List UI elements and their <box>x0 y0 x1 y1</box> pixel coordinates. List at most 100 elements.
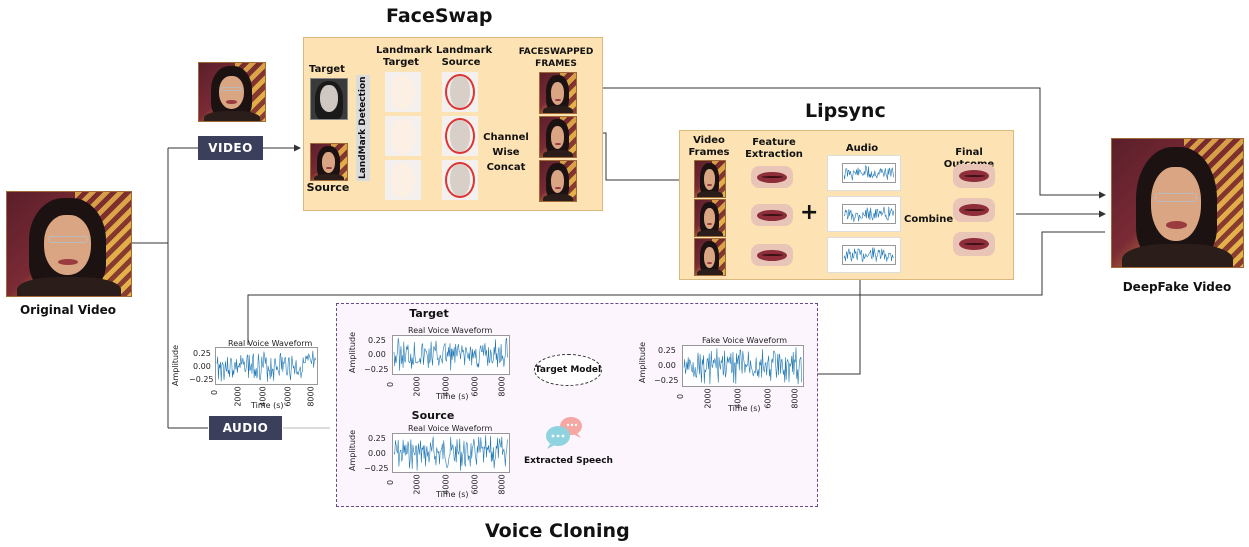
ylabel: Amplitude <box>348 430 357 471</box>
target-model-label: Target Model <box>534 365 602 375</box>
ytick: −0.25 <box>654 376 679 385</box>
ytick: 0.00 <box>368 449 386 458</box>
ytick: 0.25 <box>368 336 386 345</box>
lipsync-frame-2 <box>694 199 726 237</box>
lipsync-frame-1 <box>694 160 726 198</box>
xtick: 8000 <box>790 388 800 409</box>
landmark-source-1 <box>442 72 478 112</box>
combine-label: Combine <box>904 214 954 225</box>
ytick: 0.25 <box>193 349 211 358</box>
plot-title: Real Voice Waveform <box>408 326 493 335</box>
final-lip-3 <box>953 232 995 256</box>
audio-mini-waveform-3 <box>827 237 901 273</box>
xtick: 6000 <box>283 386 293 407</box>
original-video-label: Original Video <box>19 303 117 317</box>
speech-bubbles-icon <box>546 417 582 449</box>
landmark-target-1 <box>385 72 421 112</box>
final-lip-2 <box>953 198 995 222</box>
source-label: Source <box>306 181 350 194</box>
target-model-node[interactable]: Target Model <box>534 354 602 386</box>
ylabel: Amplitude <box>171 345 180 386</box>
landmark-source-3 <box>442 160 478 200</box>
xtick: 8000 <box>497 474 507 495</box>
ytick: 0.00 <box>193 362 211 371</box>
xtick: 2000 <box>703 388 713 409</box>
landmark-target-3 <box>385 160 421 200</box>
plot-title: Real Voice Waveform <box>408 424 493 433</box>
audio-mini-waveform-2 <box>827 196 901 232</box>
video-thumbnail <box>198 62 266 122</box>
waveform-line <box>393 435 508 471</box>
lip-feature-3 <box>751 244 793 266</box>
voice-target-label: Target <box>409 307 449 320</box>
source-waveform-plot: Real Voice Waveform 0.25 0.00 −0.25 Ampl… <box>348 422 517 502</box>
waveform-line <box>216 350 316 382</box>
waveform-line <box>843 206 894 223</box>
waveform-plot <box>392 335 510 375</box>
faceswapped-frame-1 <box>539 72 577 114</box>
ylabel: Amplitude <box>348 332 357 373</box>
waveform-plot <box>215 347 318 385</box>
xtick: 6000 <box>470 474 480 495</box>
plus-icon: + <box>800 200 819 225</box>
target-label: Target <box>309 64 345 75</box>
waveform-plot <box>682 345 804 387</box>
waveform-line <box>683 347 802 385</box>
deepfake-video-thumbnail <box>1111 138 1244 268</box>
xtick: 6000 <box>470 376 480 397</box>
faceswapped-frame-3 <box>539 160 577 202</box>
feature-extraction-label: Feature Extraction <box>745 137 803 160</box>
xtick: 8000 <box>497 376 507 397</box>
xtick: 6000 <box>763 388 773 409</box>
xlabel: Time (s) <box>436 490 469 499</box>
voice-cloning-title: Voice Cloning <box>485 520 630 542</box>
channel-concat-label: Channel Wise Concat <box>483 132 529 173</box>
video-button[interactable]: VIDEO <box>198 136 263 160</box>
source-face <box>310 143 348 181</box>
xlabel: Time (s) <box>436 392 469 401</box>
deepfake-video-label: DeepFake Video <box>1122 280 1232 294</box>
xtick: 8000 <box>306 386 316 407</box>
xtick: 0 <box>676 393 686 400</box>
xtick: 0 <box>386 479 396 486</box>
audio-mini-waveform-1 <box>827 155 901 191</box>
ytick: 0.00 <box>658 361 676 370</box>
ytick: −0.25 <box>364 464 389 473</box>
audio-button[interactable]: AUDIO <box>209 416 282 440</box>
audio-label: Audio <box>845 143 879 154</box>
plot-title: Fake Voice Waveform <box>702 336 788 345</box>
voice-source-label: Source <box>411 409 455 422</box>
faceswap-title: FaceSwap <box>386 5 493 27</box>
landmark-target-2 <box>385 116 421 156</box>
ytick: 0.25 <box>368 434 386 443</box>
ytick: −0.25 <box>364 365 389 374</box>
original-audio-waveform: Real Voice Waveform 0.25 0.00 −0.25 Ampl… <box>171 337 323 417</box>
target-face <box>310 78 348 120</box>
original-video-thumbnail <box>6 191 132 297</box>
target-waveform-plot: Real Voice Waveform 0.25 0.00 −0.25 Ampl… <box>348 322 517 402</box>
waveform-line <box>843 247 894 262</box>
xtick: 0 <box>386 381 396 388</box>
extracted-speech-label: Extracted Speech <box>524 456 613 466</box>
ytick: −0.25 <box>189 375 214 384</box>
video-frames-label: Video Frames <box>688 135 730 158</box>
lip-feature-1 <box>751 166 793 188</box>
ylabel: Amplitude <box>638 342 647 383</box>
landmark-detection-label: LandMark Detection <box>356 75 370 181</box>
ytick: 0.00 <box>368 350 386 359</box>
waveform-plot <box>392 433 510 473</box>
faceswapped-frames-label: FACESWAPPED FRAMES <box>518 47 594 69</box>
lipsync-frame-3 <box>694 238 726 276</box>
faceswapped-frame-2 <box>539 116 577 158</box>
landmark-source-label: Landmark Source <box>436 45 493 68</box>
fake-waveform-plot: Fake Voice Waveform 0.25 0.00 −0.25 Ampl… <box>638 332 810 414</box>
xlabel: Time (s) <box>728 404 761 413</box>
xtick: 2000 <box>233 386 243 407</box>
final-lip-1 <box>953 164 995 188</box>
xlabel: Time (s) <box>251 401 284 410</box>
plot-title: Real Voice Waveform <box>228 339 313 348</box>
lip-feature-2 <box>751 204 793 226</box>
xtick: 2000 <box>412 474 422 495</box>
waveform-line <box>393 337 508 371</box>
lipsync-title: Lipsync <box>805 100 886 122</box>
